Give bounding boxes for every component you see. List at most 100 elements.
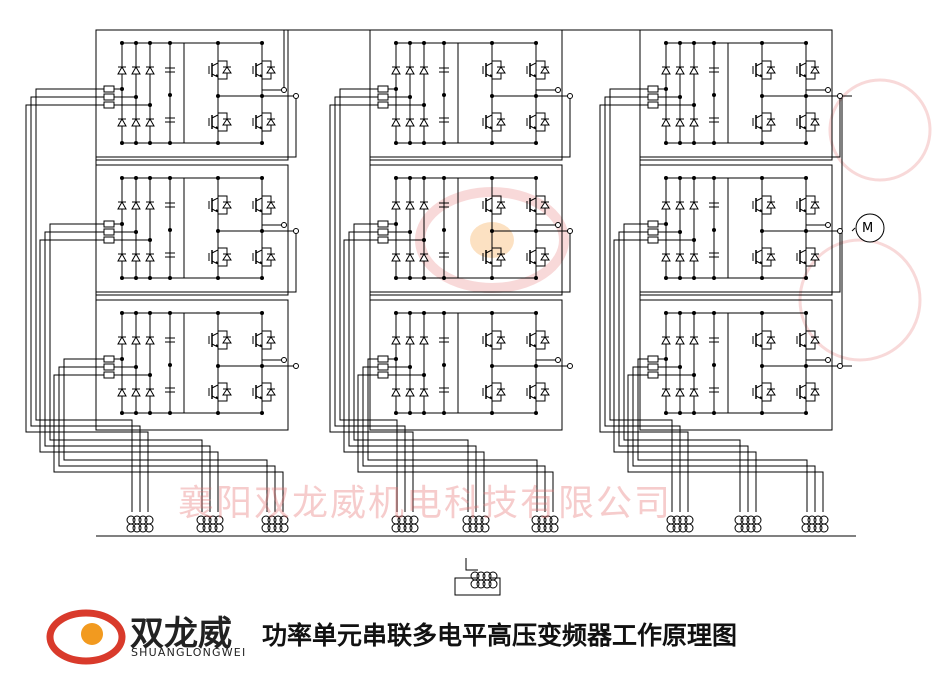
- igbt-icon: [252, 245, 276, 269]
- motor-icon: [855, 213, 885, 243]
- igbt-icon: [482, 110, 506, 134]
- diode-icon: [405, 117, 415, 127]
- capacitor-icon: [709, 67, 719, 73]
- logo-dot: [81, 623, 103, 645]
- capacitor-icon: [165, 117, 175, 123]
- capacitor-icon: [439, 337, 449, 343]
- power-cell: [95, 299, 299, 431]
- diode-icon: [405, 335, 415, 345]
- power-cell: [639, 29, 843, 161]
- diode-icon: [117, 335, 127, 345]
- diode-icon: [661, 65, 671, 75]
- igbt-icon: [796, 380, 820, 404]
- background-watermark-logo: [415, 78, 932, 362]
- igbt-icon: [526, 58, 550, 82]
- diode-icon: [689, 335, 699, 345]
- power-cells: [95, 29, 843, 431]
- diode-icon: [145, 117, 155, 127]
- igbt-icon: [796, 193, 820, 217]
- diode-icon: [689, 200, 699, 210]
- diode-icon: [131, 252, 141, 262]
- power-cell: [369, 29, 573, 161]
- igbt-icon: [208, 328, 232, 352]
- diode-icon: [689, 117, 699, 127]
- diode-icon: [117, 252, 127, 262]
- capacitor-icon: [165, 202, 175, 208]
- diode-icon: [661, 387, 671, 397]
- diode-icon: [131, 335, 141, 345]
- diode-icon: [117, 65, 127, 75]
- igbt-icon: [252, 193, 276, 217]
- igbt-icon: [752, 110, 776, 134]
- igbt-icon: [526, 380, 550, 404]
- diode-icon: [391, 117, 401, 127]
- transformer-secondaries: [126, 515, 829, 596]
- diode-icon: [405, 252, 415, 262]
- igbt-icon: [482, 328, 506, 352]
- igbt-icon: [252, 380, 276, 404]
- transformer-icon: [666, 515, 694, 533]
- igbt-icon: [526, 328, 550, 352]
- motor-label: M: [862, 221, 874, 236]
- logo-name-en: SHUANGLONGWEI: [131, 646, 247, 659]
- capacitor-icon: [439, 202, 449, 208]
- power-cell: [95, 164, 299, 296]
- transformer-icon: [462, 515, 490, 533]
- igbt-icon: [482, 193, 506, 217]
- power-cell: [369, 164, 573, 296]
- power-cell: [369, 299, 573, 431]
- transformer-legend-icon: [454, 558, 501, 596]
- igbt-icon: [526, 110, 550, 134]
- motor-circle: [855, 213, 885, 243]
- diode-icon: [405, 387, 415, 397]
- diode-icon: [131, 200, 141, 210]
- capacitor-icon: [709, 117, 719, 123]
- igbt-icon: [796, 110, 820, 134]
- capacitor-icon: [439, 117, 449, 123]
- igbt-icon: [796, 245, 820, 269]
- diode-icon: [675, 387, 685, 397]
- diagram-caption: 功率单元串联多电平高压变频器工作原理图: [262, 621, 738, 650]
- igbt-icon: [796, 58, 820, 82]
- logo-icon: [46, 609, 126, 665]
- watermark-dragon: [828, 78, 932, 182]
- diode-icon: [419, 335, 429, 345]
- capacitor-icon: [165, 387, 175, 393]
- transformer-icon: [391, 515, 419, 533]
- diode-icon: [391, 65, 401, 75]
- diode-icon: [661, 335, 671, 345]
- diode-icon: [405, 200, 415, 210]
- logo-swirl: [46, 609, 126, 665]
- diode-icon: [391, 387, 401, 397]
- diode-icon: [689, 65, 699, 75]
- capacitor-icon: [439, 252, 449, 258]
- power-cell: [95, 29, 299, 161]
- diode-icon: [661, 200, 671, 210]
- igbt-icon: [482, 245, 506, 269]
- igbt-icon: [482, 380, 506, 404]
- diode-icon: [675, 335, 685, 345]
- diode-icon: [117, 117, 127, 127]
- diode-icon: [419, 387, 429, 397]
- diode-icon: [131, 65, 141, 75]
- diode-icon: [391, 335, 401, 345]
- diode-icon: [391, 252, 401, 262]
- igbt-icon: [752, 58, 776, 82]
- transformer-icon: [126, 515, 154, 533]
- diode-icon: [661, 252, 671, 262]
- capacitor-icon: [439, 67, 449, 73]
- diode-icon: [131, 387, 141, 397]
- transformer-icon: [261, 515, 289, 533]
- capacitor-icon: [709, 202, 719, 208]
- capacitor-icon: [709, 337, 719, 343]
- igbt-icon: [208, 110, 232, 134]
- igbt-icon: [526, 245, 550, 269]
- power-cell: [639, 299, 843, 431]
- igbt-icon: [208, 193, 232, 217]
- igbt-icon: [796, 328, 820, 352]
- diode-icon: [675, 200, 685, 210]
- igbt-icon: [752, 193, 776, 217]
- igbt-icon: [208, 58, 232, 82]
- logo-name-cn: 双龙威: [130, 614, 232, 654]
